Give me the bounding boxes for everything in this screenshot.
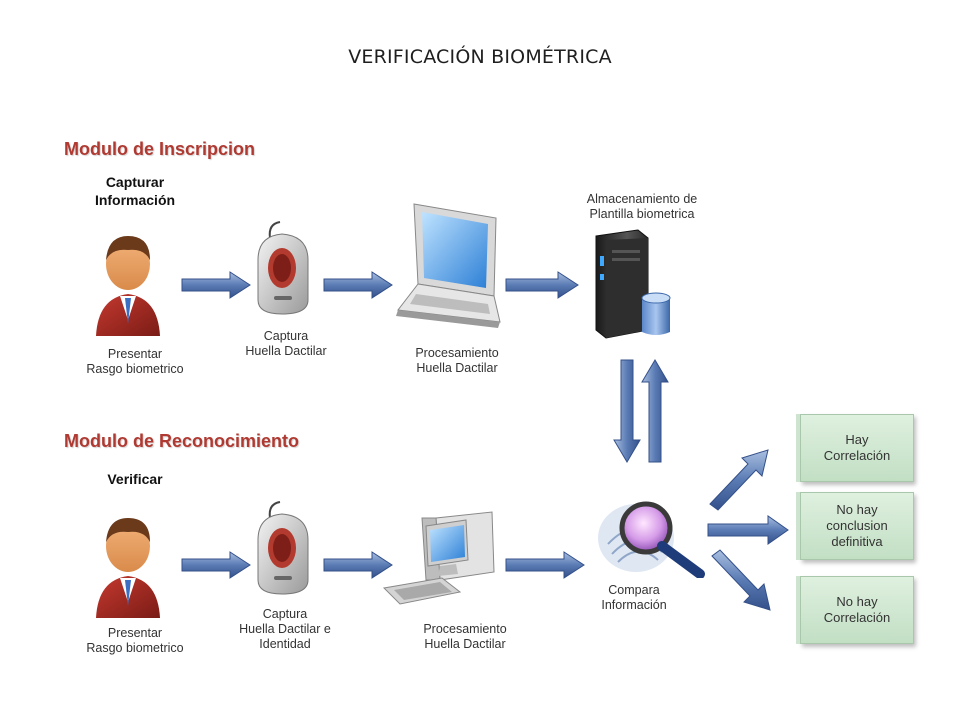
enrollment-person-label: Presentar Rasgo biometrico [86,347,184,376]
arrow-right-icon [323,271,393,299]
person-icon [96,236,160,336]
result-box-no-correlation: No hay Correlación [800,576,914,644]
desktop-computer-icon [382,511,495,605]
result-box-inconclusive: No hay conclusion definitiva [800,492,914,560]
recognition-step-title: Verificar [107,471,163,487]
result-label: Hay Correlación [823,432,891,463]
recognition-compare-label: Compara Información [601,583,667,612]
person-icon [96,518,160,618]
result-box-correlation: Hay Correlación [800,414,914,482]
page-title: VERIFICACIÓN BIOMÉTRICA [348,46,612,68]
arrow-right-icon [323,551,393,579]
result-label: No hay conclusion definitiva [826,502,888,549]
server-database-icon [595,229,671,339]
result-label: No hay Correlación [823,594,891,625]
arrow-up-right-icon [709,449,769,511]
fingerprint-scanner-icon [257,221,309,315]
arrow-right-icon [181,271,251,299]
enrollment-section-title: Modulo de Inscripcion [64,139,256,159]
bidirectional-arrow-icon [613,359,669,463]
enrollment-processing-label: Procesamiento Huella Dactilar [415,346,499,375]
enrollment-capture-label: Captura Huella Dactilar [245,329,327,358]
laptop-icon [396,203,501,328]
arrow-right-icon [505,551,585,579]
fingerprint-scanner-icon [257,501,309,595]
enrollment-storage-label: Almacenamiento de Plantilla biometrica [586,192,698,221]
arrow-down-right-icon [711,549,771,611]
recognition-section-title: Modulo de Reconocimiento [64,431,300,451]
arrow-right-icon [505,271,579,299]
arrow-right-icon [181,551,251,579]
recognition-capture-label: Captura Huella Dactilar e Identidad [239,607,331,651]
recognition-person-label: Presentar Rasgo biometrico [86,626,184,655]
magnifier-fingerprint-icon [598,501,705,578]
recognition-processing-label: Procesamiento Huella Dactilar [423,622,507,651]
arrow-right-icon [707,515,789,545]
enrollment-step-title: Capturar Información [94,174,176,208]
